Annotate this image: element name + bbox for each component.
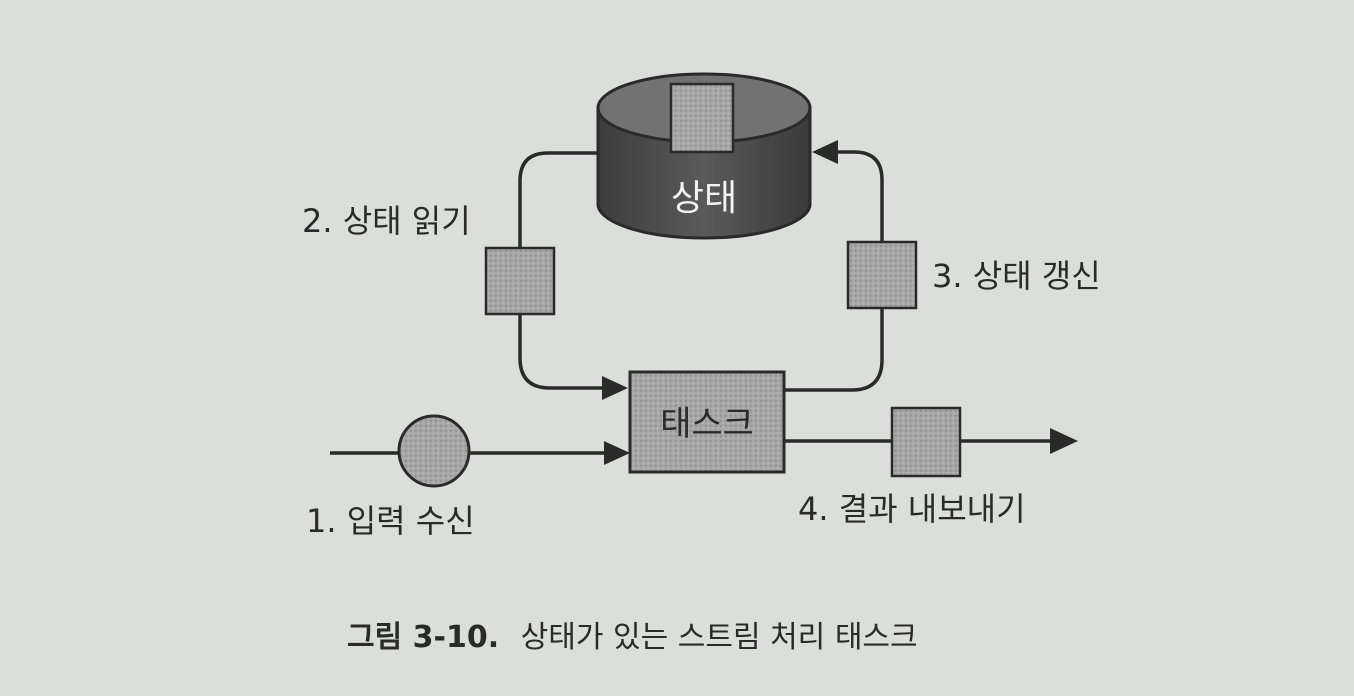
read-state-data-block [484,246,556,316]
read-state-arrowhead [602,376,628,400]
task-label: 태스크 [660,404,754,444]
update-state-arrowhead [812,140,838,164]
input-event-circle [397,414,471,488]
output-result-block [890,406,962,478]
output-arrowhead [1050,428,1078,454]
state-store-label: 상태 [671,178,737,219]
figure-caption: 그림 3-10. 상태가 있는 스트림 처리 태스크 [347,620,918,655]
state-data-block [669,82,735,154]
figure-title: 상태가 있는 스트림 처리 태스크 [521,620,918,655]
input-arrowhead [604,441,630,465]
step-receive-label: 1. 입력 수신 [306,502,475,540]
update-state-data-block [846,240,918,310]
step-emit-label: 4. 결과 내보내기 [798,490,1026,528]
task-box: 태스크 [628,370,786,474]
state-cylinder: 상태 [596,72,812,240]
step-read-label: 2. 상태 읽기 [302,202,471,240]
step-update-label: 3. 상태 갱신 [932,257,1101,295]
figure-number: 그림 3-10. [347,620,499,655]
